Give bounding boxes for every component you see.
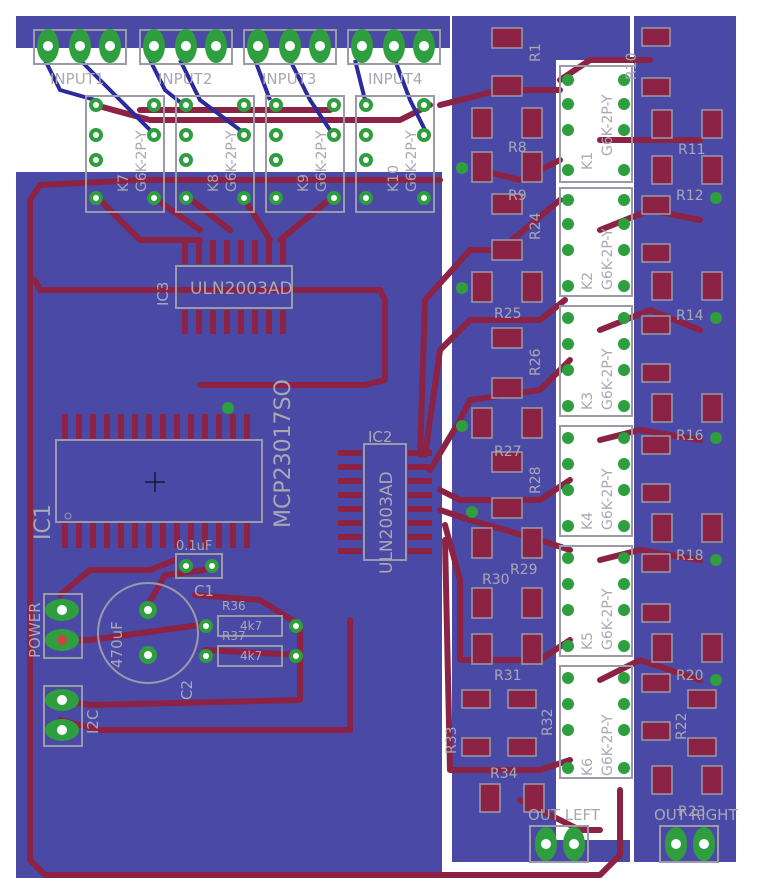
relay-k2: K2 G6K-2P-Y xyxy=(559,187,633,297)
c2-value: 470uF xyxy=(108,621,126,668)
input1-header: INPUT1 xyxy=(33,29,127,88)
ic2: IC2 ULN2003AD xyxy=(338,428,432,574)
power-header: POWER xyxy=(26,593,83,659)
input3-header: INPUT3 xyxy=(243,29,337,88)
relay-gap-right xyxy=(556,60,632,840)
r24-label: R24 xyxy=(528,212,544,240)
relay-k8: K8 G6K-2P-Y xyxy=(175,95,255,213)
power-label: POWER xyxy=(26,602,44,658)
relay-k6-ref: K6 xyxy=(580,758,596,776)
relay-k3-ref: K3 xyxy=(580,392,596,410)
r36-ref: R36 xyxy=(222,599,246,613)
r22-label: R22 xyxy=(674,712,690,740)
r37-ref: R37 xyxy=(222,629,246,643)
r12-label: R12 xyxy=(676,188,704,204)
capacitor-c2: 470uF C2 xyxy=(97,582,199,700)
r8-label: R8 xyxy=(508,140,527,156)
r26-label: R26 xyxy=(528,348,544,376)
relay-k8-part: G6K-2P-Y xyxy=(224,130,240,192)
relay-k1-part: G6K-2P-Y xyxy=(600,94,616,156)
input2-label: INPUT2 xyxy=(158,70,212,88)
r14-label: R14 xyxy=(676,308,704,324)
relay-k7-ref: K7 xyxy=(116,174,132,192)
relay-k9-ref: K9 xyxy=(296,174,312,192)
ic2-ref: IC2 xyxy=(368,428,392,446)
relay-k4-part: G6K-2P-Y xyxy=(600,468,616,530)
top-relays: K7 G6K-2P-Y K8 G6K-2P-Y K9 G6K-2P-Y xyxy=(85,95,435,213)
relay-k10-ref: K10 xyxy=(386,165,402,192)
relay-k3-part: G6K-2P-Y xyxy=(600,348,616,410)
relay-k10: K10 G6K-2P-Y xyxy=(355,95,435,213)
right-relays: K1 G6K-2P-Y K2 G6K-2P-Y K3 G6K-2P-Y K4 G… xyxy=(559,65,633,779)
ic3-part: ULN2003AD xyxy=(190,279,293,299)
r23-label: R23 xyxy=(678,804,706,820)
r10-label: R10 xyxy=(624,52,640,80)
r9-label: R9 xyxy=(508,188,527,204)
relay-k4-ref: K4 xyxy=(580,512,596,530)
ic1-ref: IC1 xyxy=(31,504,56,540)
relay-k4: K4 G6K-2P-Y xyxy=(559,425,633,537)
relay-k7-part: G6K-2P-Y xyxy=(134,130,150,192)
r16-label: R16 xyxy=(676,428,704,444)
relay-k9: K9 G6K-2P-Y xyxy=(265,95,345,213)
c2-ref: C2 xyxy=(178,680,196,700)
input-headers: INPUT1 INPUT2 INPUT3 INPUT4 xyxy=(33,29,441,88)
out-left-label: OUT LEFT xyxy=(528,806,601,824)
out-left-header: OUT LEFT xyxy=(528,806,601,863)
r25-label: R25 xyxy=(494,306,522,322)
out-right-label: OUT RIGHT xyxy=(654,806,738,824)
c1-value: 0.1uF xyxy=(176,539,212,554)
relay-k9-part: G6K-2P-Y xyxy=(314,130,330,192)
r32-label: R32 xyxy=(540,708,556,736)
ic3-ref: IC3 xyxy=(154,282,172,306)
input1-label: INPUT1 xyxy=(50,70,104,88)
relay-k8-ref: K8 xyxy=(206,174,222,192)
r33-label: R33 xyxy=(444,726,460,754)
top-traces xyxy=(27,57,703,878)
input2-header: INPUT2 xyxy=(139,29,233,88)
input4-label: INPUT4 xyxy=(368,70,422,88)
r31-label: R31 xyxy=(494,668,522,684)
r11-label: R11 xyxy=(678,142,706,158)
resistors-r36-r37: R36 4k7 R37 4k7 xyxy=(199,599,303,667)
r28-label: R28 xyxy=(528,466,544,494)
r37-value: 4k7 xyxy=(240,649,262,663)
ic1-part: MCP23017SO xyxy=(271,379,296,528)
relay-k6: K6 G6K-2P-Y xyxy=(559,665,633,779)
capacitor-c1: 0.1uF C1 xyxy=(175,539,223,600)
relay-k2-ref: K2 xyxy=(580,272,596,290)
relay-k2-part: G6K-2P-Y xyxy=(600,228,616,290)
ic2-part: ULN2003AD xyxy=(377,471,397,574)
relay-k3: K3 G6K-2P-Y xyxy=(559,305,633,417)
r29-label: R29 xyxy=(510,562,538,578)
relay-k5-part: G6K-2P-Y xyxy=(600,588,616,650)
relay-k10-part: G6K-2P-Y xyxy=(404,130,420,192)
relay-k5-ref: K5 xyxy=(580,632,596,650)
smd-resistors xyxy=(461,27,723,813)
relay-k5: K5 G6K-2P-Y xyxy=(559,545,633,657)
relay-k6-part: G6K-2P-Y xyxy=(600,714,616,776)
r27-label: R27 xyxy=(494,444,522,460)
r1-label: R1 xyxy=(528,43,544,62)
vias xyxy=(222,162,722,686)
input4-header: INPUT4 xyxy=(347,29,441,88)
r18-label: R18 xyxy=(676,548,704,564)
relay-k7: K7 G6K-2P-Y xyxy=(85,95,165,213)
input3-label: INPUT3 xyxy=(262,70,316,88)
c1-ref: C1 xyxy=(194,582,214,600)
r36-value: 4k7 xyxy=(240,619,262,633)
r34-label: R34 xyxy=(490,766,518,782)
ic3: IC3 ULN2003AD xyxy=(154,240,293,334)
resistor-labels: R1 R8 R9 R24 R25 R26 R27 R28 R29 R30 R31… xyxy=(444,43,706,820)
i2c-header: I2C xyxy=(43,685,102,747)
r30-label: R30 xyxy=(482,572,510,588)
r20-label: R20 xyxy=(676,668,704,684)
relay-k1-ref: K1 xyxy=(580,152,596,170)
relay-k1: K1 G6K-2P-Y xyxy=(559,65,633,183)
ic1: IC1 MCP23017SO xyxy=(31,379,296,548)
i2c-label: I2C xyxy=(84,710,102,734)
out-right-header: OUT RIGHT xyxy=(654,806,738,863)
